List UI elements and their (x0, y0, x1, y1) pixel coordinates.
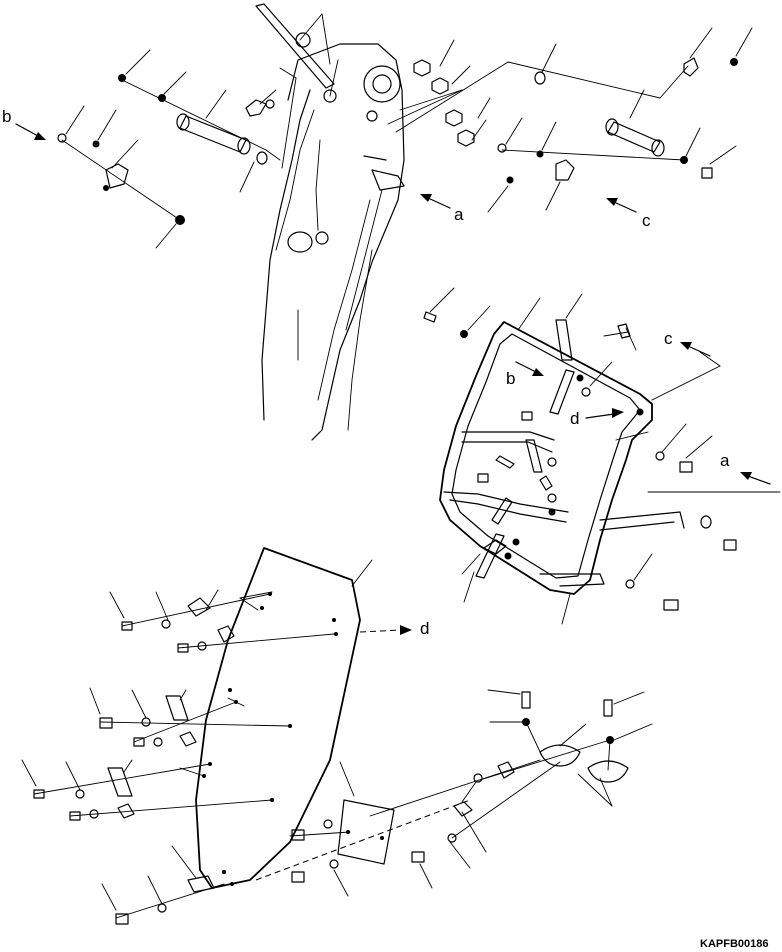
boom-assembly (261, 43, 405, 441)
callout-d-lower-label: d (420, 619, 429, 638)
callout-d-lower: d (359, 619, 429, 638)
figure-code: KAPFB00186 (700, 938, 768, 950)
callout-b-frame-label: b (506, 369, 515, 388)
callout-b-left-label: b (2, 107, 11, 126)
upper-left-pin-group (57, 49, 297, 249)
callout-b-frame: b (506, 361, 544, 388)
callout-c-right: c (664, 329, 711, 357)
boom-top-pin (255, 3, 378, 122)
cover-plate (21, 547, 541, 925)
boom-mid-pivot (287, 231, 313, 253)
callout-c-upper-label: c (642, 211, 651, 230)
hose-clamps (411, 689, 653, 889)
upper-right-pin-group (387, 27, 753, 213)
callout-a-right-label: a (720, 451, 730, 470)
guard-frame (423, 287, 781, 625)
callout-c-right-label: c (664, 329, 673, 348)
callout-b-left: b (2, 107, 46, 140)
callout-d-frame: d (570, 408, 624, 428)
callout-d-frame-label: d (570, 409, 579, 428)
callout-a-upper-label: a (454, 205, 464, 224)
callout-a-upper: a (420, 194, 464, 224)
callout-c-upper: c (606, 198, 651, 230)
boom-pivot-ring (363, 65, 401, 103)
callout-a-right: a (720, 451, 771, 485)
boom-top-nuts (413, 39, 491, 147)
